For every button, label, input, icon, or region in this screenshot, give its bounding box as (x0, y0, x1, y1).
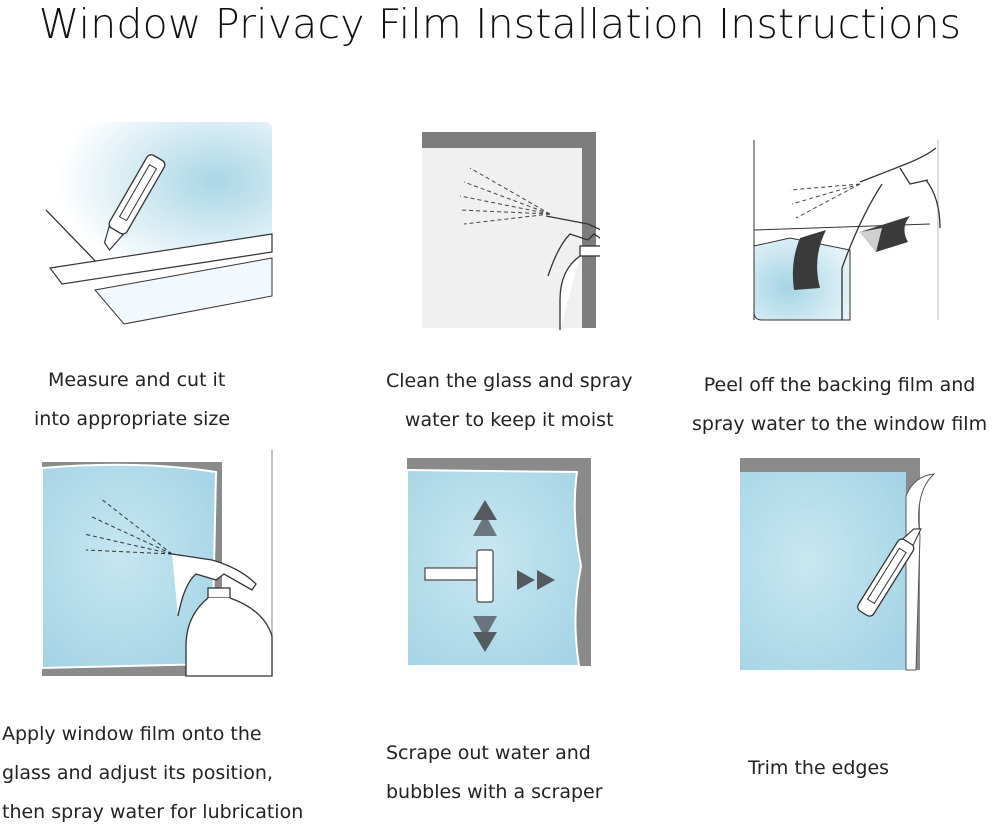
caption-line: Trim the edges (748, 757, 890, 779)
utility-knife-icon (857, 528, 922, 617)
scrape-illustration (406, 458, 591, 667)
caption-line: then spray water for lubrication (2, 801, 304, 823)
caption-line: glass and adjust its position, (2, 762, 273, 784)
caption-line: Clean the glass and spray (386, 370, 633, 392)
caption-line: Measure and cut it (48, 369, 226, 391)
measure-cut-illustration (45, 122, 273, 325)
utility-knife-icon (103, 154, 166, 252)
caption-line: Peel off the backing film and (703, 374, 976, 396)
caption-line: Scrape out water and (386, 742, 591, 764)
scraper-icon (424, 549, 494, 603)
arrow-right-icon (517, 570, 555, 590)
spray-bottle-icon (171, 553, 273, 677)
spray-mist (83, 497, 173, 555)
step-caption-measure: Measure and cut it into appropriate size (34, 361, 230, 439)
caption-line: Apply window film onto the (2, 723, 262, 745)
step-caption-scrape: Scrape out water and bubbles with a scra… (386, 734, 603, 812)
peel-backing-illustration (753, 140, 941, 321)
spray-mist (459, 167, 551, 225)
film-strip (48, 233, 273, 325)
spray-bottle-icon (545, 215, 600, 330)
spray-mist (789, 183, 861, 219)
step-caption-peel: Peel off the backing film and spray wate… (692, 366, 987, 444)
caption-line: water to keep it moist (404, 409, 614, 431)
step-caption-trim: Trim the edges (748, 749, 889, 788)
caption-line: bubbles with a scraper (386, 781, 603, 803)
step-caption-clean: Clean the glass and spray water to keep … (386, 362, 632, 440)
step-caption-apply: Apply window film onto the glass and adj… (2, 715, 303, 832)
caption-line: spray water to the window film (692, 413, 988, 435)
page-title: Window Privacy Film Installation Instruc… (38, 0, 962, 48)
arrow-up-icon (473, 500, 497, 536)
clean-spray-illustration (422, 132, 600, 330)
spray-bottle-icon (841, 147, 941, 320)
arrow-down-icon (473, 616, 497, 652)
caption-line: into appropriate size (34, 408, 231, 430)
apply-film-illustration (41, 450, 273, 677)
trim-illustration (740, 458, 936, 671)
